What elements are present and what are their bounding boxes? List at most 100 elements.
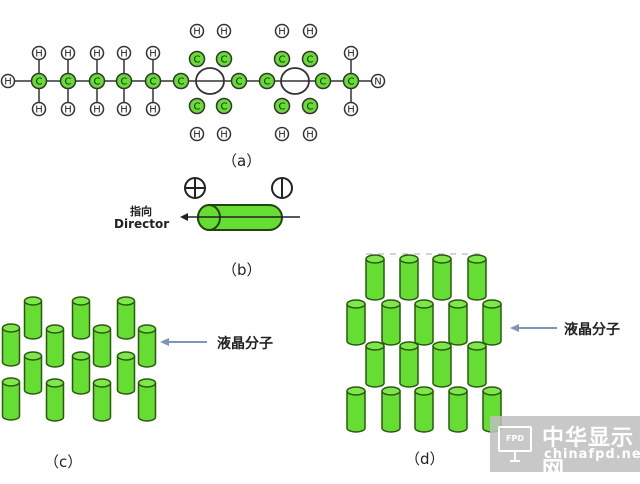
liquid-crystal-molecule (482, 299, 502, 346)
carbon-atom: C (172, 72, 190, 90)
cylinder-body (71, 301, 91, 340)
cylinder-top (365, 254, 385, 264)
liquid-crystal-molecule (346, 299, 366, 346)
atom-circle (0, 73, 16, 89)
carbon-atom: C (301, 97, 319, 115)
cylinder-top (346, 386, 366, 396)
liquid-crystal-molecule (365, 254, 385, 301)
carbon-atom: C (30, 72, 48, 90)
cylinder-top (137, 324, 157, 334)
cylinder-top (1, 377, 21, 387)
atom-symbol: H (220, 27, 228, 38)
atom-symbol: C (194, 55, 201, 66)
atom-circle (145, 45, 161, 61)
cylinder-top (23, 351, 43, 361)
atom-symbol: H (64, 105, 72, 116)
cylinder-body (365, 259, 385, 301)
atom-circle (230, 72, 248, 90)
liquid-crystal-molecule (432, 254, 452, 301)
liquid-crystal-molecule (365, 341, 385, 388)
cylinder-body (346, 304, 366, 346)
hydrogen-atom: H (116, 101, 132, 117)
atom-symbol: H (347, 105, 355, 116)
aromatic-ring-circle (280, 67, 310, 95)
atom-symbol: C (279, 102, 286, 113)
liquid-crystal-molecule (45, 378, 65, 422)
carbon-atom: C (273, 97, 291, 115)
cylinder-body (23, 301, 43, 340)
hydrogen-atom: H (145, 101, 161, 117)
cylinder-top (399, 341, 419, 351)
watermark: FPD 中华显示网 chinafpd.net (490, 416, 640, 483)
liquid-crystal-molecule (399, 254, 419, 301)
cylinder-body (381, 391, 401, 433)
cylinder-top (365, 341, 385, 351)
liquid-crystal-molecule (1, 377, 21, 421)
cylinder-body (71, 356, 91, 395)
cylinder-body (45, 329, 65, 368)
atom-symbol: C (264, 77, 271, 88)
atom-circle (89, 45, 105, 61)
cylinder-body (137, 383, 157, 422)
hydrogen-atom: H (216, 23, 232, 39)
atom-symbol: C (121, 77, 128, 88)
liquid-crystal-molecule (448, 299, 468, 346)
hydrogen-atom: H (302, 23, 318, 39)
cylinder-top (381, 299, 401, 309)
atom-symbol: C (307, 102, 314, 113)
hydrogen-atom: H (89, 101, 105, 117)
atom-symbol: H (220, 130, 228, 141)
cylinder-top (448, 299, 468, 309)
hydrogen-atom: H (302, 126, 318, 142)
carbon-atom: C (59, 72, 77, 90)
atom-circle (144, 72, 162, 90)
atom-circle (370, 73, 386, 89)
cylinder-top (399, 254, 419, 264)
panel-c-arrow-head (160, 338, 169, 346)
hydrogen-atom: H (343, 101, 359, 117)
liquid-crystal-molecule (71, 296, 91, 340)
hydrogen-atom: H (274, 126, 290, 142)
liquid-crystal-molecule (467, 254, 487, 301)
panel-d-label: （d） (405, 450, 445, 468)
cylinder-body (432, 259, 452, 301)
hydrogen-atom: H (60, 101, 76, 117)
cylinder-body (92, 383, 112, 422)
cylinder-body (346, 391, 366, 433)
atom-circle (215, 97, 233, 115)
panel-b-label: （b） (222, 261, 262, 279)
atom-circle (274, 23, 290, 39)
atom-symbol: H (193, 27, 201, 38)
atom-circle (342, 72, 360, 90)
cylinder-top (467, 254, 487, 264)
atom-symbol: C (221, 102, 228, 113)
atom-symbol: H (347, 49, 355, 60)
cylinder-body (92, 329, 112, 368)
cylinder-top (92, 324, 112, 334)
atom-circle (258, 72, 276, 90)
cylinder-top (45, 324, 65, 334)
cylinder-body (467, 259, 487, 301)
atom-symbol: H (120, 49, 128, 60)
cylinder-top (71, 296, 91, 306)
atom-circle (343, 101, 359, 117)
monitor-stand (510, 452, 520, 462)
liquid-crystal-molecule (116, 351, 136, 395)
atom-symbol: C (221, 55, 228, 66)
atom-symbol: H (278, 27, 286, 38)
atom-symbol: C (65, 77, 72, 88)
cylinder-body (448, 304, 468, 346)
atom-symbol: C (348, 77, 355, 88)
carbon-atom: C (215, 97, 233, 115)
cylinder-top (45, 378, 65, 388)
atom-circle (302, 126, 318, 142)
liquid-crystal-molecule (1, 323, 21, 367)
hydrogen-atom: H (116, 45, 132, 61)
cylinder-top (482, 299, 502, 309)
cylinder-body (116, 301, 136, 340)
atom-symbol: H (193, 130, 201, 141)
liquid-crystal-molecule (414, 299, 434, 346)
atom-symbol: C (279, 55, 286, 66)
cylinder-top (381, 386, 401, 396)
